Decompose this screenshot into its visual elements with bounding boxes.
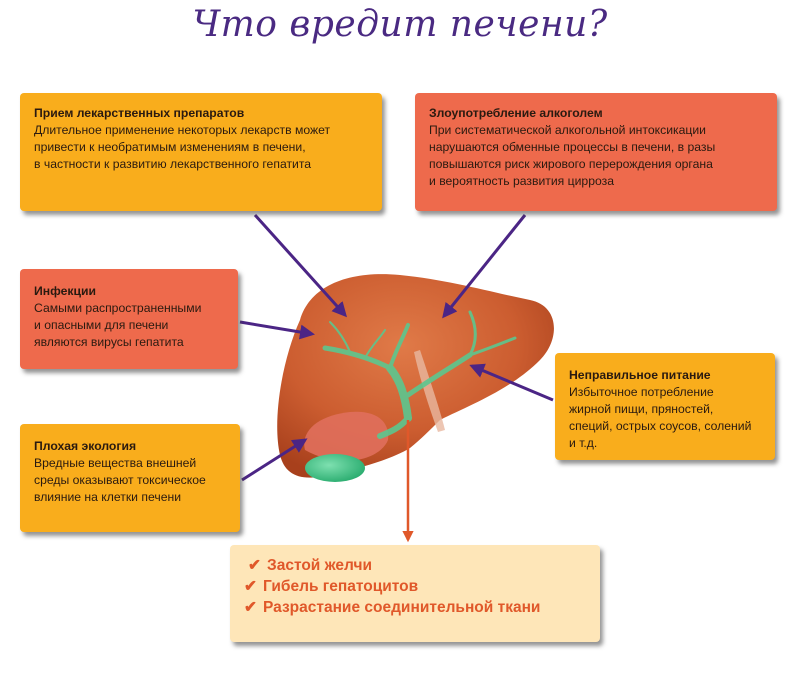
consequence-label: Гибель гепатоцитов xyxy=(263,578,419,595)
factor-medications: Прием лекарственных препаратов Длительно… xyxy=(20,93,382,211)
arrow-infections xyxy=(239,320,315,340)
factor-text-line: влияние на клетки печени xyxy=(34,490,182,504)
factor-text-line: нарушаются обменные процессы в печени, в… xyxy=(429,140,716,154)
arrow-alcohol xyxy=(442,214,527,319)
consequences-box: ✔Застой желчи ✔Гибель гепатоцитов ✔Разра… xyxy=(230,545,600,642)
check-icon: ✔ xyxy=(244,599,257,616)
consequence-label: Разрастание соединительной ткани xyxy=(263,599,541,616)
arrow-nutrition xyxy=(469,363,554,402)
consequence-label: Застой желчи xyxy=(267,557,373,574)
page-title: Что вредит печени? xyxy=(192,4,608,45)
factor-text-line: Длительное применение некоторых лекарств… xyxy=(34,123,331,137)
factor-text-line: жирной пищи, пряностей, xyxy=(569,402,714,416)
arrow-ecology xyxy=(241,438,308,482)
factor-text-line: и т.д. xyxy=(569,436,598,450)
check-icon: ✔ xyxy=(244,578,257,595)
factor-ecology: Плохая экология Вредные вещества внешней… xyxy=(20,424,240,532)
factor-nutrition: Неправильное питание Избыточное потребле… xyxy=(555,353,775,460)
consequence-item: ✔ Застой желчи xyxy=(244,555,600,576)
factor-text-line: повышаются риск жирового перерождения ор… xyxy=(429,157,713,171)
factor-text-line: привести к необратимым изменениям в пече… xyxy=(34,140,306,154)
factor-text-line: и вероятность развития цирроза xyxy=(429,174,614,188)
factor-text-line: Избыточное потребление xyxy=(569,385,714,399)
consequence-item: ✔ Разрастание соединительной ткани xyxy=(244,597,600,618)
factor-infections: Инфекции Самыми распространенными и опас… xyxy=(20,269,238,369)
factor-text-line: Самыми распространенными xyxy=(34,301,202,315)
factor-heading: Прием лекарственных препаратов xyxy=(34,106,245,120)
factor-heading: Плохая экология xyxy=(34,439,137,453)
factor-text-line: специй, острых соусов, солений xyxy=(569,419,752,433)
check-icon: ✔ xyxy=(248,557,261,574)
factor-text-line: в частности к развитию лекарственного ге… xyxy=(34,157,312,171)
factor-text-line: являются вирусы гепатита xyxy=(34,335,184,349)
factor-alcohol: Злоупотребление алкоголем При систематич… xyxy=(415,93,777,211)
factor-text-line: среды оказывают токсическое xyxy=(34,473,206,487)
factor-text-line: Вредные вещества внешней xyxy=(34,456,197,470)
factor-heading: Инфекции xyxy=(34,284,96,298)
factor-heading: Злоупотребление алкоголем xyxy=(429,106,603,120)
factor-text-line: и опасными для печени xyxy=(34,318,169,332)
consequence-item: ✔ Гибель гепатоцитов xyxy=(244,576,600,597)
factor-heading: Неправильное питание xyxy=(569,368,711,382)
factor-text-line: При систематической алкогольной интоксик… xyxy=(429,123,706,137)
arrow-medications xyxy=(253,213,348,318)
